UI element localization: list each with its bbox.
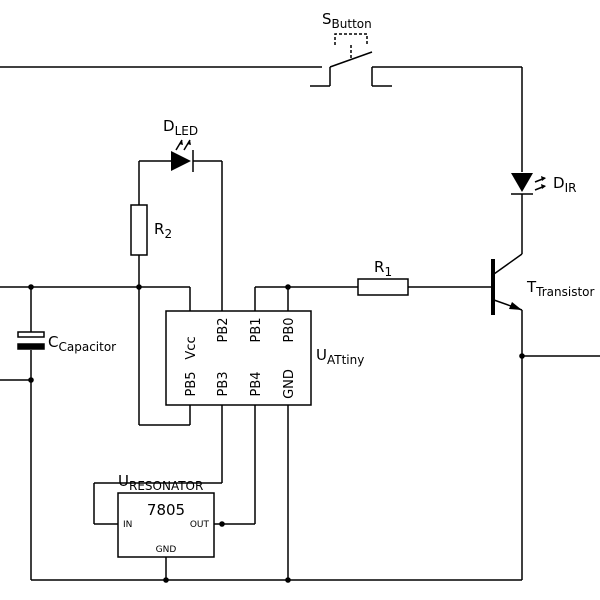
switch-label: SButton — [322, 10, 372, 31]
junctions — [28, 284, 525, 583]
junction-dot — [163, 577, 169, 583]
regulator-in: IN — [123, 520, 132, 530]
attiny-label: UATtiny — [316, 346, 364, 367]
arrow-icon — [179, 140, 183, 145]
arrow-icon — [187, 140, 191, 145]
wires — [0, 66, 600, 581]
push-button-switch: SButton — [310, 10, 392, 87]
pin-pb5: PB5 — [184, 371, 199, 396]
capacitor: CCapacitor — [17, 331, 116, 354]
ir-label: DIR — [553, 174, 576, 195]
resistor-r1: R1 — [357, 258, 409, 296]
capacitor-plate-top — [17, 331, 45, 338]
led-diode: DLED — [163, 117, 198, 172]
led-triangle — [171, 151, 191, 171]
transistor-label: TTransistor — [526, 278, 595, 299]
junction-dot — [219, 521, 225, 527]
switch-button-cap — [334, 33, 368, 45]
regulator-gnd: GND — [156, 545, 177, 555]
pin-pb2: PB2 — [216, 317, 231, 342]
pin-vcc: Vcc — [184, 336, 199, 359]
junction-dot — [28, 377, 34, 383]
regulator-body — [117, 492, 215, 558]
junction-dot — [519, 353, 525, 359]
capacitor-plate-bottom — [17, 343, 45, 350]
junction-dot — [285, 577, 291, 583]
pin-gnd: GND — [282, 369, 297, 399]
arrow-icon — [541, 184, 546, 189]
resonator-label: URESONATOR — [118, 472, 203, 493]
transistor-collector — [493, 253, 523, 275]
ir-diode: DIR — [511, 173, 576, 195]
r2-label: R2 — [154, 220, 172, 241]
voltage-regulator: 7805 IN OUT GND URESONATOR — [117, 472, 215, 558]
capacitor-label: CCapacitor — [48, 333, 116, 354]
r2-body — [130, 204, 148, 256]
r1-body — [357, 278, 409, 296]
junction-dot — [136, 284, 142, 290]
arrow-icon — [541, 176, 546, 181]
pin-pb0: PB0 — [282, 317, 297, 342]
led-label: DLED — [163, 117, 198, 138]
attiny-body — [165, 310, 312, 406]
switch-contact-arm — [329, 51, 373, 68]
r1-label: R1 — [374, 258, 392, 279]
ir-triangle — [511, 173, 533, 192]
junction-dot — [28, 284, 34, 290]
regulator-part: 7805 — [147, 501, 185, 519]
regulator-out: OUT — [190, 520, 210, 530]
attiny-chip: Vcc PB2 PB1 PB0 PB5 PB3 PB4 GND UATtiny — [165, 310, 364, 406]
pin-pb3: PB3 — [216, 371, 231, 396]
arrow-icon — [509, 302, 522, 310]
pin-pb4: PB4 — [249, 371, 264, 396]
resistor-r2: R2 — [130, 204, 172, 256]
pin-pb1: PB1 — [249, 317, 264, 342]
npn-transistor: TTransistor — [491, 253, 595, 315]
junction-dot — [285, 284, 291, 290]
